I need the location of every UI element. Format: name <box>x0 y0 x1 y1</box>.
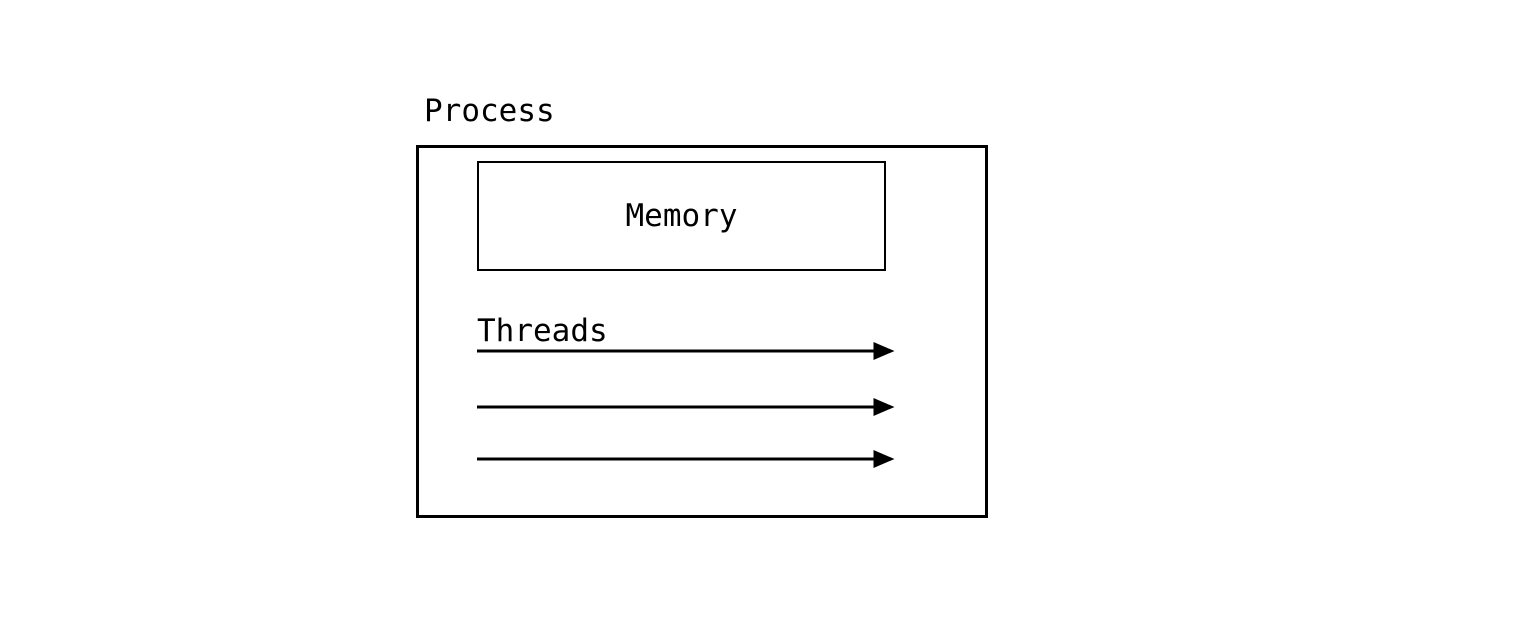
process-box: Memory Threads <box>416 145 988 518</box>
thread-arrows-svg <box>477 342 895 468</box>
memory-box: Memory <box>477 161 886 271</box>
thread-arrows-group <box>477 342 895 478</box>
process-caption: Process <box>424 93 555 129</box>
threads-caption: Threads <box>477 313 608 349</box>
memory-label: Memory <box>625 198 738 234</box>
